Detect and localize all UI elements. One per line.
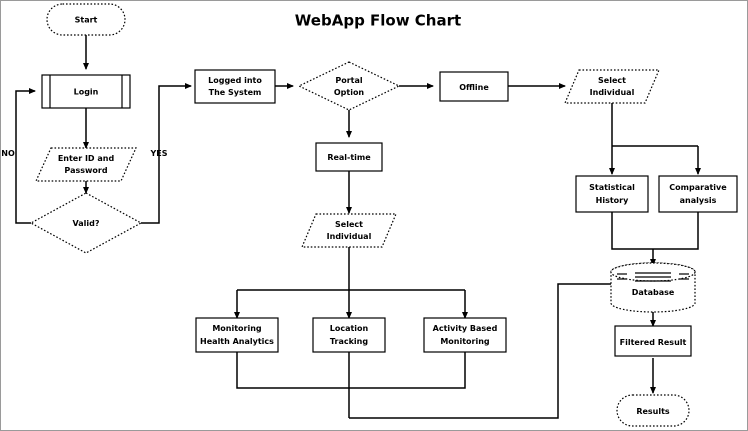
comp-anal-label-line2: analysis: [680, 196, 717, 205]
edge-realtime-branch-database: [349, 281, 636, 419]
mon-health-label-line1: Monitoring: [212, 324, 262, 333]
select-individual-offline-line2: Individual: [590, 88, 635, 97]
node-enter-id-password[interactable]: Enter ID and Password: [35, 147, 137, 182]
mon-health-shape: [195, 317, 279, 353]
connector-layer: [15, 35, 701, 419]
logged-in-label-line1: Logged into: [208, 76, 262, 85]
node-valid-decision[interactable]: Valid?: [29, 192, 143, 254]
node-location-tracking[interactable]: Location Tracking: [312, 317, 386, 353]
loc-track-label-line2: Tracking: [330, 337, 368, 346]
database-cylinder-top: [610, 262, 696, 282]
filtered-result-shape: [614, 325, 692, 357]
select-individual-realtime-line1: Select: [335, 220, 363, 229]
node-database[interactable]: Database: [610, 262, 696, 313]
node-select-individual-realtime[interactable]: Select Individual: [301, 213, 397, 248]
node-statistical-history[interactable]: Statistical History: [575, 175, 649, 213]
node-monitoring-health-analytics[interactable]: Monitoring Health Analytics: [195, 317, 279, 353]
offline-label: Offline: [459, 83, 489, 92]
stat-hist-label-line2: History: [596, 196, 629, 205]
offline-shape: [439, 71, 509, 102]
comp-anal-label-line1: Comparative: [669, 183, 727, 192]
edge-label-yes: YES: [149, 149, 167, 158]
mon-health-label-line2: Health Analytics: [200, 337, 274, 346]
node-activity-based-monitoring[interactable]: Activity Based Monitoring: [423, 317, 507, 353]
portal-shape: [297, 61, 401, 111]
login-label: Login: [74, 88, 99, 97]
logged-in-label-line2: The System: [209, 88, 262, 97]
node-portal-option[interactable]: Portal Option: [297, 61, 401, 111]
loc-track-label-line1: Location: [330, 324, 369, 333]
start-shape: [46, 3, 126, 36]
act-mon-label-line1: Activity Based: [433, 324, 498, 333]
edge-valid-yes-loggedin: [141, 83, 192, 224]
act-mon-shape: [423, 317, 507, 353]
start-label: Start: [75, 16, 98, 25]
edge-valid-no-login: [15, 88, 36, 224]
realtime-shape: [315, 142, 383, 172]
valid-label: Valid?: [72, 219, 99, 228]
portal-label-line2: Option: [334, 88, 365, 97]
results-label: Results: [636, 407, 670, 416]
loc-track-shape: [312, 317, 386, 353]
filtered-result-label: Filtered Result: [620, 338, 687, 347]
results-shape: [616, 394, 690, 427]
node-filtered-result[interactable]: Filtered Result: [614, 325, 692, 357]
login-shape: [41, 74, 131, 109]
node-results[interactable]: Results: [616, 394, 690, 427]
edge-stat-comp-merge: [611, 212, 699, 250]
database-stack-marks: [617, 272, 689, 282]
page-title: WebApp Flow Chart: [295, 12, 461, 30]
node-comparative-analysis[interactable]: Comparative analysis: [658, 175, 738, 213]
act-mon-label-line2: Monitoring: [440, 337, 490, 346]
valid-shape: [29, 192, 143, 254]
select-individual-realtime-shape: [301, 213, 397, 248]
stat-hist-label-line1: Statistical: [589, 183, 635, 192]
stat-hist-shape: [575, 175, 649, 213]
enter-id-label-line2: Password: [64, 166, 107, 175]
enter-id-label-line1: Enter ID and: [58, 154, 115, 163]
select-individual-realtime-line2: Individual: [327, 232, 372, 241]
select-individual-offline-shape: [564, 69, 660, 104]
comp-anal-shape: [658, 175, 738, 213]
node-real-time[interactable]: Real-time: [315, 142, 383, 172]
select-individual-offline-line1: Select: [598, 76, 626, 85]
node-logged-into-system[interactable]: Logged into The System: [194, 69, 276, 104]
database-label: Database: [632, 288, 675, 297]
node-start[interactable]: Start: [46, 3, 126, 36]
node-select-individual-offline[interactable]: Select Individual: [564, 69, 660, 104]
edge-label-no: NO: [1, 149, 15, 158]
realtime-label: Real-time: [327, 153, 371, 162]
logged-in-shape: [194, 69, 276, 104]
portal-label-line1: Portal: [335, 76, 363, 85]
node-login[interactable]: Login: [41, 74, 131, 109]
enter-id-shape: [35, 147, 137, 182]
edge-three-merge: [236, 352, 466, 389]
node-offline[interactable]: Offline: [439, 71, 509, 102]
